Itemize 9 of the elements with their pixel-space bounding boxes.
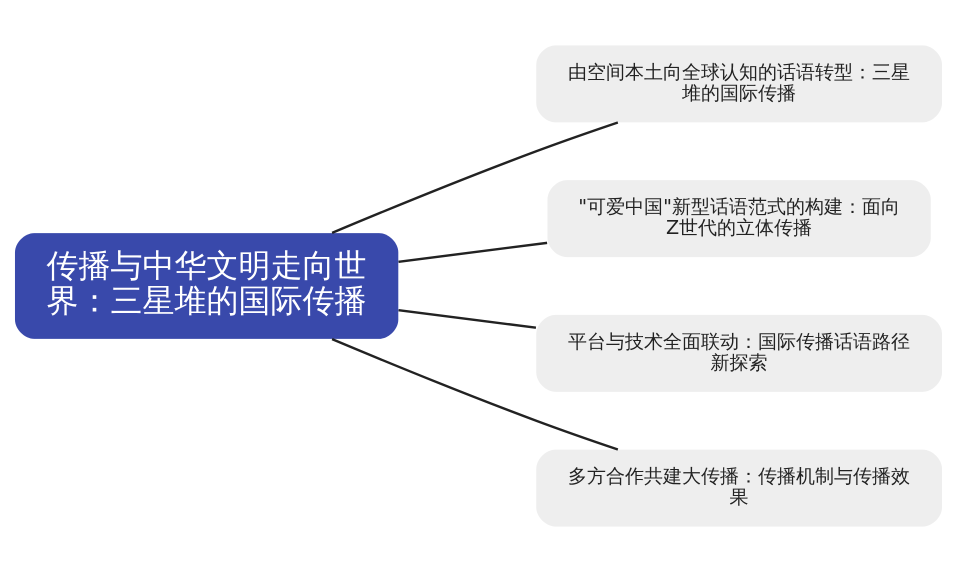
node-box: 由空间本土向全球认知的话语转型：三星堆的国际传播 [536, 44, 942, 122]
connector [332, 338, 618, 450]
connector [398, 308, 536, 328]
node-box: 传播与中华文明走向世界：三星堆的国际传播 [14, 232, 398, 338]
connector [398, 241, 548, 262]
node-box: 平台与技术全面联动：国际传播话语路径新探索 [536, 314, 942, 392]
node-box: "可爱中国"新型话语范式的构建：面向 Z世代的立体传播 [547, 180, 931, 257]
node-box: 多方合作共建大传播：传播机制与传播效果 [536, 449, 942, 526]
connector [332, 120, 618, 234]
